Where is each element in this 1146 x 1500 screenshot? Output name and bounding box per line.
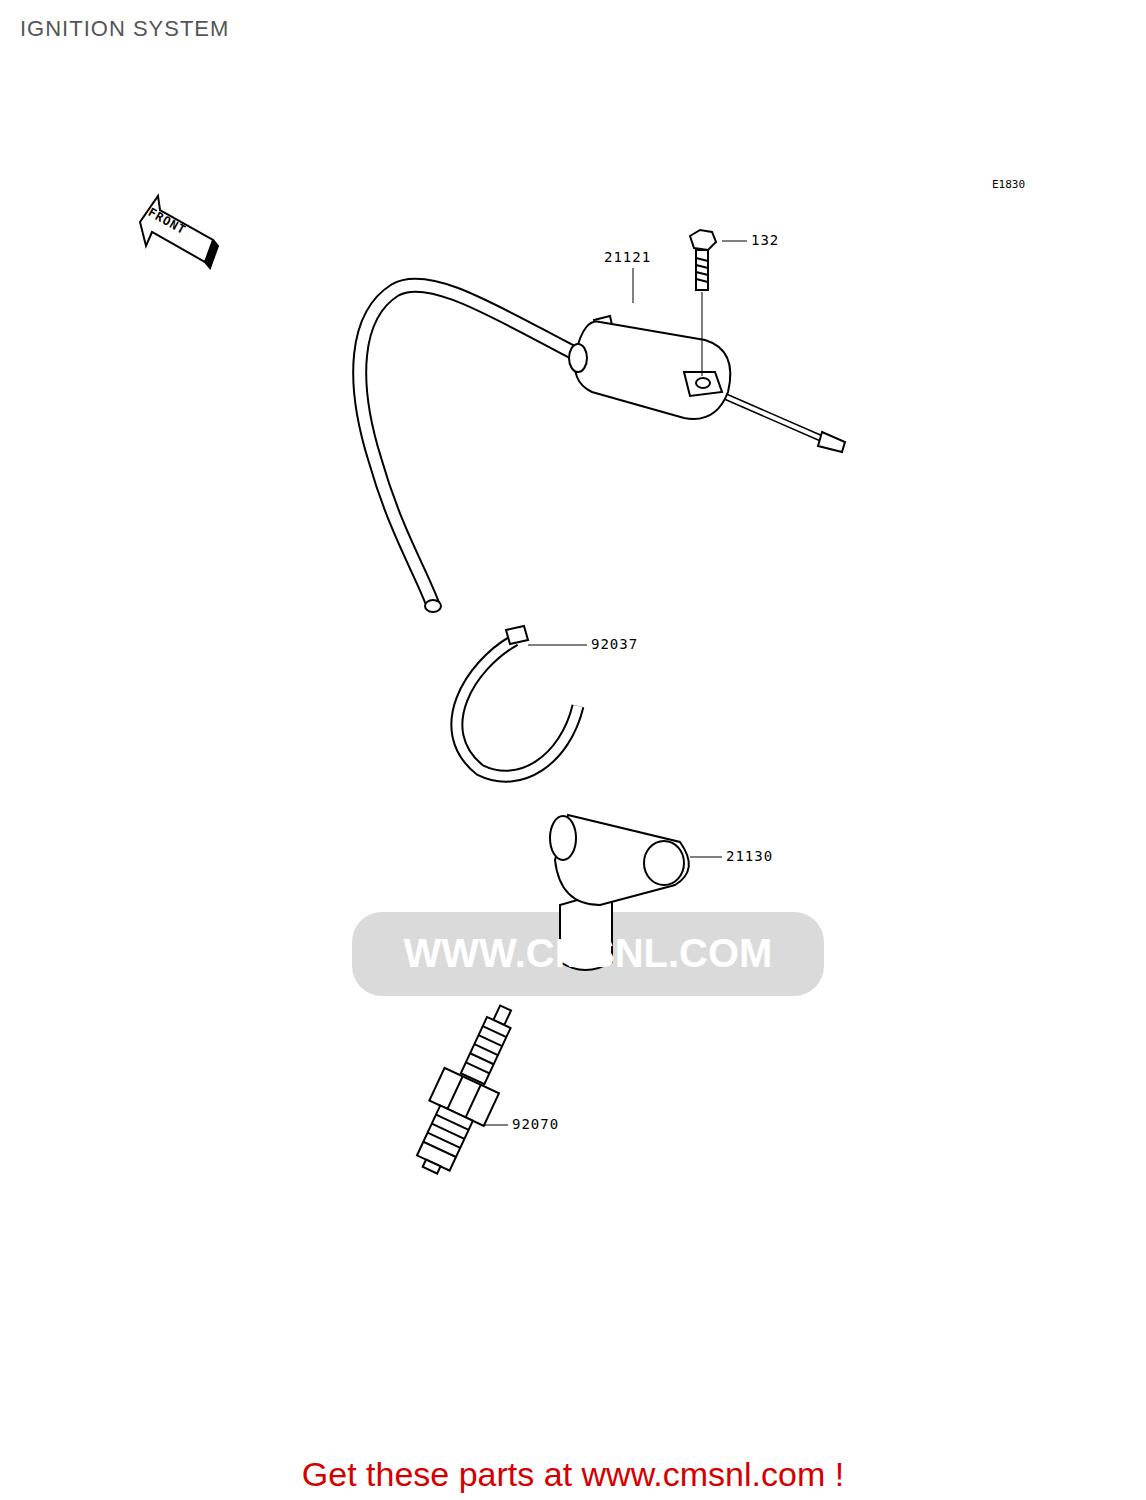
cable-tie xyxy=(457,626,578,776)
shop-caption: Get these parts at www.cmsnl.com ! xyxy=(0,1455,1146,1494)
ignition-coil xyxy=(569,316,730,419)
bolt xyxy=(690,230,716,290)
callout-number: 21130 xyxy=(726,848,773,864)
high-tension-lead-fill xyxy=(360,285,580,605)
diagram-code: E1830 xyxy=(992,179,1025,192)
page-title: IGNITION SYSTEM xyxy=(20,16,229,41)
wire-terminal xyxy=(818,432,845,452)
primary-wire xyxy=(715,392,825,440)
watermark: WWW.CMSNL.COM xyxy=(352,930,824,976)
callout-number: 92037 xyxy=(591,636,638,652)
assembly-line xyxy=(702,292,703,376)
callout-number: 132 xyxy=(751,232,779,248)
high-tension-lead xyxy=(360,285,580,605)
leader-lines xyxy=(484,241,747,1125)
callout-number: 92070 xyxy=(512,1116,559,1132)
front-arrow xyxy=(140,196,218,268)
primary-wire-fill xyxy=(715,392,825,440)
spark-plug xyxy=(403,995,533,1183)
lead-end xyxy=(425,600,441,612)
callout-number: 21121 xyxy=(604,249,651,265)
